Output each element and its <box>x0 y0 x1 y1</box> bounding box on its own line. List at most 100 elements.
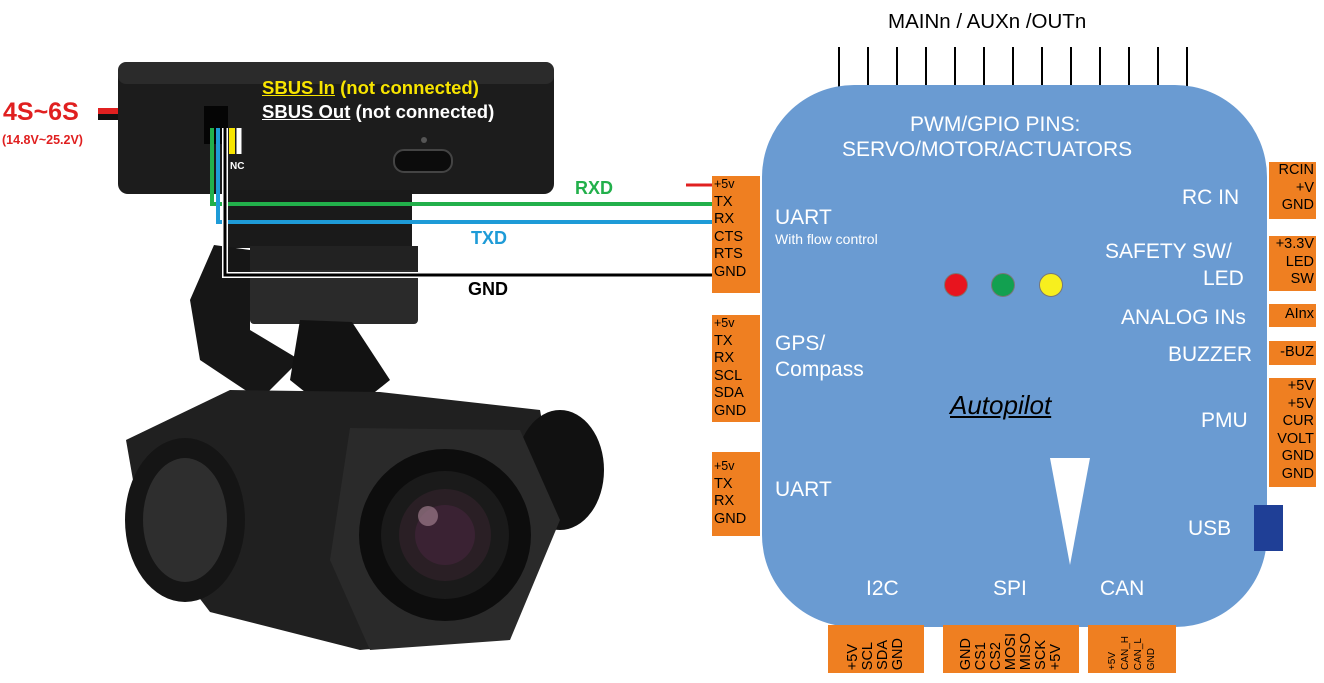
pin-label: GND <box>1281 448 1314 465</box>
top-header: MAINn / AUXn /OUTn <box>888 10 1087 33</box>
rxd-label: RXD <box>575 178 614 198</box>
rxd-wire <box>210 128 712 206</box>
uart1-sublabel: With flow control <box>775 231 878 247</box>
power-label: 4S~6S <box>3 98 79 126</box>
sbus-in-label: SBUS In (not connected) <box>262 77 479 99</box>
pin-label: VOLT <box>1277 430 1314 447</box>
pin-label: SCK <box>1032 640 1049 670</box>
pin-label: TX <box>714 475 733 492</box>
pin-label: RX <box>714 493 735 510</box>
sbus-in-note: (not connected) <box>340 77 479 98</box>
output-pin <box>1099 47 1101 87</box>
pin-label: +5V <box>1287 378 1314 394</box>
pmu-pin-header: +5V +5V CUR VOLT GND GND <box>1269 378 1316 487</box>
analog-pin-header: AInx <box>1269 304 1316 327</box>
pin-label: GND <box>957 637 974 670</box>
output-pin <box>925 47 927 87</box>
output-pin <box>1157 47 1159 87</box>
sbus-in-name: SBUS In <box>262 77 335 98</box>
sbus-out-label: SBUS Out (not connected) <box>262 101 494 123</box>
rc-pin-header: RCIN +V GND <box>1269 162 1316 219</box>
rc-in-label: RC IN <box>1182 186 1240 209</box>
pin-label: GND <box>1281 465 1314 482</box>
safety-pin-header: +3.3V LED SW <box>1269 236 1316 291</box>
status-led-green <box>991 273 1015 297</box>
pwm-header-2: SERVO/MOTOR/ACTUATORS <box>842 138 1133 161</box>
uart1-pin-header: +5v TX RX CTS RTS GND <box>712 176 760 293</box>
pin-label: GND <box>1146 647 1157 670</box>
pin-label: SCL <box>714 367 743 384</box>
output-pin <box>1070 47 1072 87</box>
safety-label-2: LED <box>1203 267 1244 290</box>
pin-label: +5v <box>714 316 735 330</box>
buzzer-label: BUZZER <box>1168 343 1252 366</box>
output-pin <box>1186 47 1188 87</box>
pin-label: LED <box>1285 253 1314 270</box>
pin-label: RX <box>714 350 735 367</box>
pin-label: CTS <box>714 228 743 245</box>
sbus-out-note: (not connected) <box>355 101 495 122</box>
pin-label: +5V <box>1287 395 1314 412</box>
autopilot-title: Autopilot <box>950 390 1052 420</box>
output-pin <box>1012 47 1014 87</box>
output-pin <box>838 47 840 87</box>
gps-label-1: GPS/ <box>775 332 826 355</box>
output-pin <box>954 47 956 87</box>
pwm-header-1: PWM/GPIO PINS: <box>910 113 1081 136</box>
autopilot-board <box>762 85 1267 627</box>
output-pin <box>1128 47 1130 87</box>
pin-label: GND <box>714 402 747 419</box>
status-led-yellow <box>1039 273 1063 297</box>
uart2-label: UART <box>775 478 832 501</box>
pin-label: SCL <box>860 641 876 670</box>
gnd-wire <box>223 128 712 277</box>
uart2-pin-header: +5v TX RX GND <box>712 452 760 536</box>
pin-label: TX <box>714 193 733 210</box>
pin-label: +5V <box>1107 651 1118 670</box>
pin-label: GND <box>714 263 747 280</box>
status-led-red <box>944 273 968 297</box>
power-range: (14.8V~25.2V) <box>2 133 83 147</box>
i2c-label: I2C <box>866 577 899 600</box>
pin-label: SDA <box>875 640 891 670</box>
pin-label: AInx <box>1284 306 1314 322</box>
output-pin <box>867 47 869 87</box>
pin-label: CS1 <box>972 641 989 670</box>
output-pin <box>1041 47 1043 87</box>
pin-label: +V <box>1295 179 1314 196</box>
nc-label: NC <box>230 161 245 172</box>
usb-port[interactable] <box>1254 505 1283 551</box>
gnd-label: GND <box>468 279 508 299</box>
pin-label: MOSI <box>1002 632 1019 670</box>
pin-label: +5v <box>714 177 735 191</box>
analog-label: ANALOG INs <box>1121 306 1246 329</box>
pin-label: RCIN <box>1278 162 1314 178</box>
txd-label: TXD <box>471 228 507 248</box>
pin-label: +3.3V <box>1275 236 1314 252</box>
can-pin-header: +5V CAN_H CAN_L GND <box>1088 625 1176 673</box>
pin-label: +5V <box>845 643 861 670</box>
orientation-arrow-icon <box>1050 458 1090 565</box>
pin-label: SDA <box>714 385 744 402</box>
spi-label: SPI <box>993 577 1027 600</box>
buzzer-pin-header: -BUZ <box>1269 341 1316 365</box>
pin-label: RTS <box>714 246 743 263</box>
txd-wire <box>216 128 712 224</box>
i2c-pin-header: +5V SCL SDA GND <box>828 625 924 673</box>
pin-label: CAN_L <box>1133 637 1144 670</box>
pin-label: +5V <box>1047 643 1064 670</box>
pin-label: GND <box>714 510 747 527</box>
pin-label: -BUZ <box>1280 344 1314 360</box>
pin-label: CAN_H <box>1120 636 1131 670</box>
safety-label-1: SAFETY SW/ <box>1105 240 1232 263</box>
output-pin <box>896 47 898 87</box>
pin-label: MISO <box>1017 632 1034 670</box>
can-label: CAN <box>1100 577 1145 600</box>
gps-label-2: Compass <box>775 358 864 381</box>
pin-label: TX <box>714 332 733 349</box>
spi-pin-header: GND CS1 CS2 MOSI MISO SCK +5V <box>943 625 1079 673</box>
pin-label: SW <box>1290 271 1314 288</box>
pin-label: CS2 <box>987 641 1004 670</box>
